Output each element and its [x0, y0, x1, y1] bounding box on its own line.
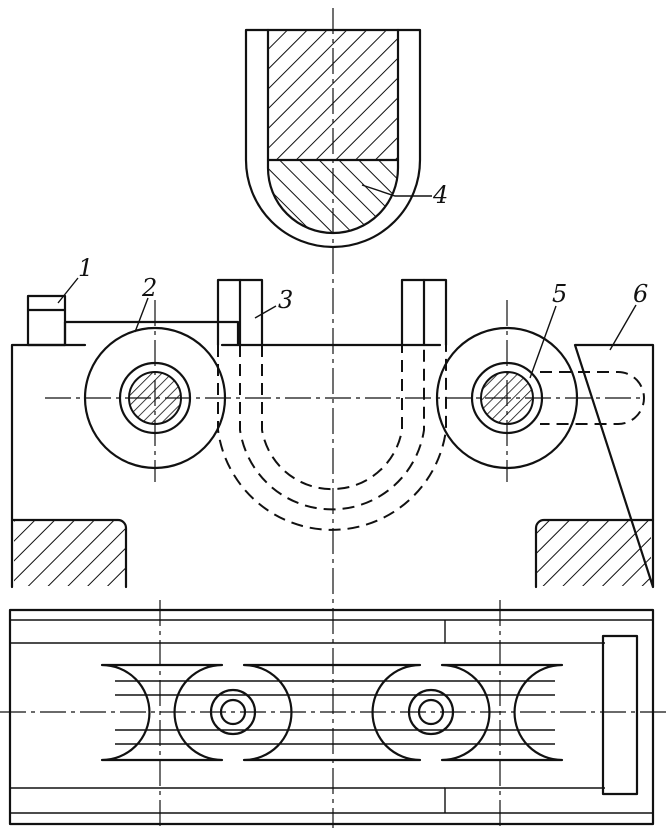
stop-pin	[26, 294, 67, 347]
left-roller	[83, 300, 227, 482]
plan-roller-profile-right	[440, 663, 564, 762]
slider-slot	[540, 371, 645, 425]
plan-end-plate	[601, 634, 639, 796]
left-support-outline	[10, 518, 128, 589]
plan-roller-profile-left	[100, 663, 224, 762]
right-support-hatch	[536, 520, 651, 586]
right-support-outline	[534, 518, 655, 589]
tube-bend-mid	[239, 345, 425, 511]
leader-3	[254, 305, 277, 319]
punch-core-lower-hatch	[268, 160, 398, 233]
punch-outer-shell	[244, 28, 422, 249]
die-body-front-view	[10, 294, 655, 589]
leader-lines	[57, 184, 637, 379]
punch-core-outline	[266, 28, 400, 235]
label-part-1: 1	[78, 254, 93, 282]
label-part-4: 4	[432, 181, 448, 209]
label-part-3: 3	[278, 286, 293, 314]
leader-5	[529, 305, 557, 379]
plan-step-bottom	[444, 787, 605, 813]
left-support-hatch	[14, 520, 126, 586]
tube-outer-wall	[216, 278, 448, 347]
label-part-6: 6	[633, 280, 648, 308]
plan-roller-profile-middle	[242, 663, 422, 762]
label-part-5: 5	[552, 280, 567, 308]
leader-1	[57, 277, 79, 304]
right-roller	[435, 300, 645, 482]
label-part-2: 2	[141, 274, 157, 302]
tube-bend-inner	[261, 345, 403, 491]
bent-tube-workpiece	[216, 278, 448, 531]
punch	[244, 28, 422, 249]
tube-bend-outer	[217, 345, 447, 531]
plan-outer-frame	[8, 608, 655, 826]
punch-core-upper-hatch	[268, 30, 398, 160]
leader-6	[609, 304, 637, 351]
plan-view	[0, 600, 667, 828]
plan-step-top	[444, 620, 605, 644]
leader-2	[134, 297, 149, 333]
leader-4	[361, 184, 432, 197]
die-top-step	[63, 320, 240, 347]
